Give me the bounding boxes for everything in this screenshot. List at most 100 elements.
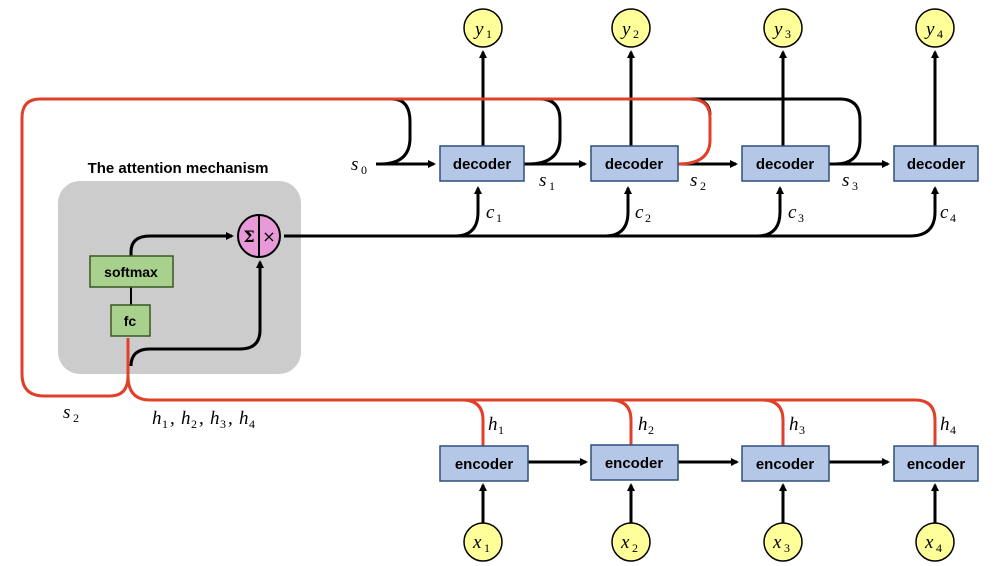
encoder-label: encoder bbox=[605, 455, 664, 472]
state-s3: s 3 bbox=[842, 170, 858, 193]
decoder-label: decoder bbox=[453, 156, 512, 173]
attention-title: The attention mechanism bbox=[88, 160, 269, 177]
state-s0: s 0 bbox=[351, 154, 367, 177]
weighted-sum-node: Σ × bbox=[237, 214, 281, 258]
hidden-bus bbox=[126, 375, 937, 446]
output-subscript: 1 bbox=[486, 27, 492, 41]
context-subscript: 2 bbox=[645, 211, 651, 225]
context-c2: c 2 bbox=[635, 202, 651, 225]
context-arrow-2 bbox=[604, 186, 632, 238]
feedback-state-label: s 2 bbox=[63, 402, 79, 425]
hidden-subscript: 3 bbox=[799, 423, 805, 437]
context-c4: c 4 bbox=[940, 202, 956, 225]
encoder-label: encoder bbox=[756, 456, 815, 473]
input-symbol: x bbox=[472, 532, 482, 553]
output-y1: y 1 bbox=[463, 8, 503, 48]
sum-symbol: Σ bbox=[243, 227, 254, 246]
input-subscript: 4 bbox=[936, 541, 942, 555]
context-symbol: c bbox=[940, 202, 949, 223]
output-subscript: 4 bbox=[937, 27, 943, 41]
input-x2: x 2 bbox=[611, 522, 651, 562]
hidden-h4: h 4 bbox=[940, 414, 956, 437]
context-c3: c 3 bbox=[788, 202, 804, 225]
state-subscript: 1 bbox=[549, 179, 555, 193]
input-symbol: x bbox=[620, 532, 630, 553]
decoder-3: decoder bbox=[741, 145, 830, 182]
s2-feedback-path bbox=[20, 97, 712, 398]
input-symbol: x bbox=[772, 532, 782, 553]
decoder-label: decoder bbox=[756, 156, 815, 173]
hidden-subscript: 2 bbox=[648, 423, 654, 437]
context-arrow-1 bbox=[454, 186, 482, 238]
state-subscript: 0 bbox=[361, 163, 367, 177]
softmax-block: softmax bbox=[89, 255, 174, 288]
output-subscript: 3 bbox=[785, 27, 791, 41]
softmax-to-combine bbox=[129, 232, 234, 256]
input-x1: x 1 bbox=[463, 522, 503, 562]
encoder-label: encoder bbox=[455, 456, 514, 473]
context-subscript: 4 bbox=[950, 211, 956, 225]
hidden-h3: h 3 bbox=[789, 414, 805, 437]
hidden-subscript: 2 bbox=[191, 417, 197, 431]
encoder-3: encoder bbox=[741, 445, 830, 482]
context-c1: c 1 bbox=[486, 202, 502, 225]
hidden-subscript: 4 bbox=[950, 423, 956, 437]
hidden-red-2 bbox=[609, 398, 633, 446]
context-symbol: c bbox=[486, 202, 495, 223]
output-y4: y 4 bbox=[915, 8, 955, 48]
context-arrow-3 bbox=[756, 186, 784, 238]
hidden-to-combine bbox=[129, 260, 264, 367]
state-s2: s 2 bbox=[690, 170, 706, 193]
context-symbol: c bbox=[635, 202, 644, 223]
hidden-subscript: 4 bbox=[249, 417, 255, 431]
context-subscript: 1 bbox=[496, 211, 502, 225]
state-symbol: s bbox=[63, 402, 70, 423]
output-symbol: y bbox=[924, 19, 935, 40]
state-subscript: 2 bbox=[73, 411, 79, 425]
hidden-subscript: 3 bbox=[220, 417, 226, 431]
hidden-symbol: h bbox=[789, 414, 799, 435]
state-subscript: 3 bbox=[852, 179, 858, 193]
comma: , bbox=[228, 408, 233, 429]
fc-label: fc bbox=[124, 313, 137, 329]
decoder-label: decoder bbox=[605, 156, 664, 173]
decoder-2: decoder bbox=[590, 145, 679, 182]
input-x3: x 3 bbox=[763, 522, 803, 562]
softmax-label: softmax bbox=[104, 264, 158, 280]
hidden-h1: h 1 bbox=[488, 414, 504, 437]
state-symbol: s bbox=[690, 170, 697, 191]
decoder-4: decoder bbox=[893, 145, 979, 182]
hidden-symbol: h bbox=[638, 414, 648, 435]
comma: , bbox=[199, 408, 204, 429]
state-symbol: s bbox=[351, 154, 358, 175]
context-subscript: 3 bbox=[798, 211, 804, 225]
state-s1: s 1 bbox=[539, 170, 555, 193]
s3-loop bbox=[690, 97, 862, 166]
comma: , bbox=[170, 408, 175, 429]
output-symbol: y bbox=[772, 19, 783, 40]
input-subscript: 1 bbox=[484, 541, 490, 555]
hidden-symbol: h bbox=[210, 408, 220, 429]
state-subscript: 2 bbox=[700, 179, 706, 193]
times-symbol: × bbox=[262, 227, 275, 246]
encoder-label: encoder bbox=[907, 456, 966, 473]
context-bus bbox=[284, 186, 939, 238]
hidden-symbol: h bbox=[940, 414, 950, 435]
hidden-subscript: 1 bbox=[162, 417, 168, 431]
state-symbol: s bbox=[539, 170, 546, 191]
hidden-h2: h 2 bbox=[638, 414, 654, 437]
output-symbol: y bbox=[473, 19, 484, 40]
fc-block: fc bbox=[110, 304, 151, 337]
input-symbol: x bbox=[924, 532, 934, 553]
hidden-symbol: h bbox=[152, 408, 162, 429]
decoder-1: decoder bbox=[439, 145, 525, 182]
input-subscript: 3 bbox=[784, 541, 790, 555]
encoder-1: encoder bbox=[439, 445, 529, 482]
hidden-subscript: 1 bbox=[498, 423, 504, 437]
hidden-state-list: h 1 , h 2 , h 3 , h 4 bbox=[152, 408, 255, 431]
input-subscript: 2 bbox=[632, 541, 638, 555]
hidden-red-1 bbox=[461, 398, 485, 446]
output-subscript: 2 bbox=[633, 27, 639, 41]
context-symbol: c bbox=[788, 202, 797, 223]
